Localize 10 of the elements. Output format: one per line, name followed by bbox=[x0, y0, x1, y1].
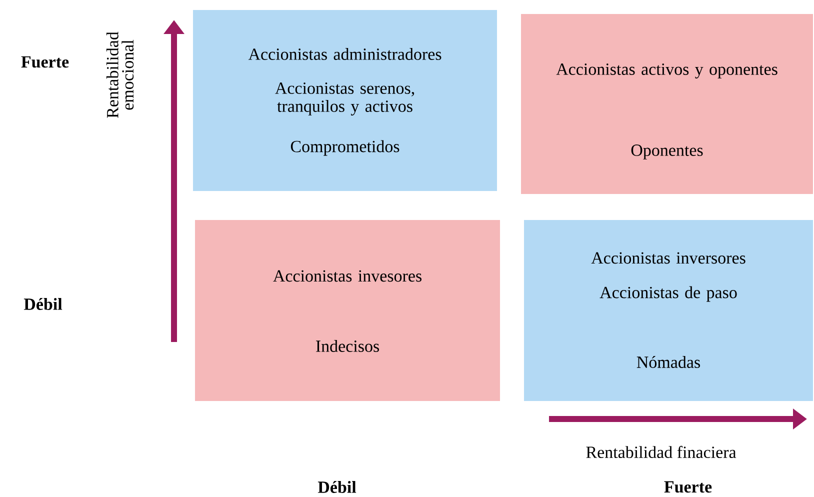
axis-label: Débil bbox=[24, 298, 62, 310]
axis-label: Fuerte bbox=[664, 481, 712, 493]
quadrant-box: Accionistas administradores Accionistas serenos, tranquilos y activos Comprometidos bbox=[193, 10, 497, 191]
axis-label: Rentabilidad finaciera bbox=[586, 446, 736, 458]
axis-label: Fuerte bbox=[21, 56, 69, 68]
quadrant-box: Accionistas invesores Indecisos bbox=[195, 220, 500, 401]
quadrant-box: Accionistas inversores Accionistas de paso Nómadas bbox=[524, 220, 813, 401]
quadrant-box: Accionistas activos y oponentes Oponentes bbox=[521, 14, 813, 194]
axis-label: Rentabilidad emocional bbox=[106, 32, 134, 118]
axis-label: Débil bbox=[318, 481, 356, 493]
